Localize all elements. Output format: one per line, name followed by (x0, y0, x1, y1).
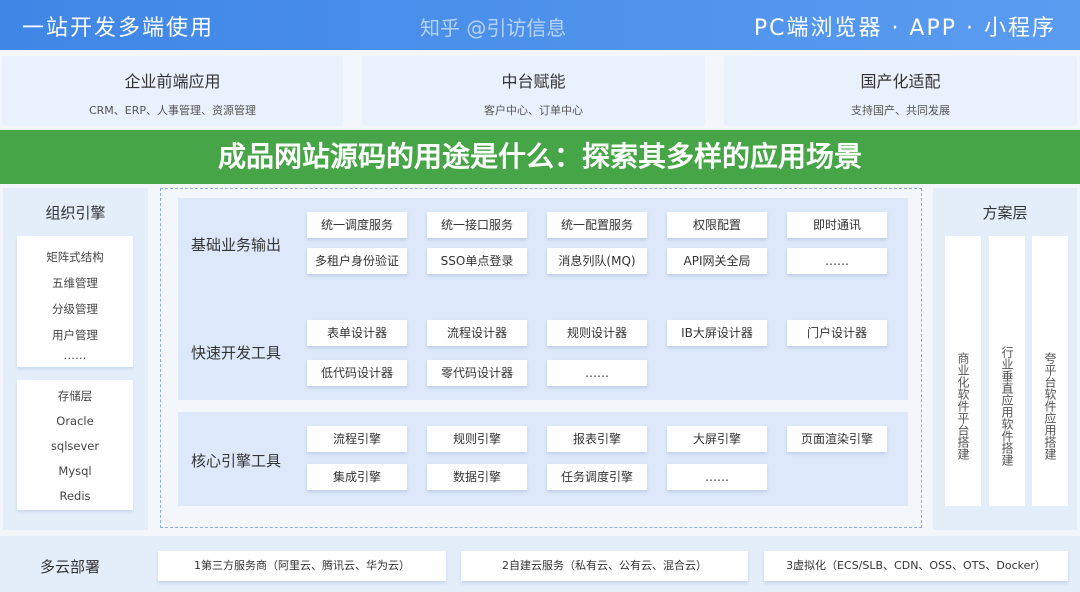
solution-item: 行业垂直应用软件搭建 (989, 236, 1025, 506)
basic-item: 权限配置 (667, 212, 767, 238)
rapid-item: 流程设计器 (427, 320, 527, 346)
deploy-item: 2自建云服务（私有云、公有云、混合云） (461, 551, 748, 581)
card-title: 企业前端应用 (124, 72, 221, 91)
deploy-item: 1第三方服务商（阿里云、腾讯云、华为云） (158, 551, 446, 581)
core-item: 流程引擎 (307, 426, 407, 452)
basic-item: 即时通讯 (787, 212, 887, 238)
org-engine-column: 组织引擎 矩阵式结构 五维管理 分级管理 用户管理 …… 存储层 Oracle … (3, 188, 148, 530)
header-platforms: PC端浏览器 · APP · 小程序 (753, 16, 1056, 41)
storage-box: 存储层 Oracle sqlsever Mysql Redis (17, 380, 133, 510)
top-card-frontend: 企业前端应用 CRM、ERP、人事管理、资源管理 (2, 56, 343, 126)
rapid-dev-label: 快速开发工具 (191, 344, 282, 362)
basic-item: 统一调度服务 (307, 212, 407, 238)
title-banner: 成品网站源码的用途是什么：探索其多样的应用场景 (0, 130, 1080, 184)
card-title: 国产化适配 (860, 72, 941, 91)
core-item: 集成引擎 (307, 464, 407, 490)
list-item: …… (63, 348, 87, 362)
core-item: 页面渲染引擎 (787, 426, 887, 452)
core-item: 大屏引擎 (667, 426, 767, 452)
rapid-item: 低代码设计器 (307, 360, 407, 386)
list-item: 用户管理 (52, 328, 98, 342)
watermark: 知乎 @引访信息 (420, 16, 567, 40)
deploy-label: 多云部署 (40, 558, 101, 576)
rapid-item: 零代码设计器 (427, 360, 527, 386)
rapid-item: 规则设计器 (547, 320, 647, 346)
card-subtitle: 支持国产、共同发展 (851, 104, 950, 117)
list-item: Mysql (58, 464, 92, 478)
basic-item: 统一接口服务 (427, 212, 527, 238)
core-item: …… (667, 464, 767, 490)
list-item: 存储层 (57, 389, 93, 403)
card-title: 中台赋能 (501, 72, 566, 91)
solution-item: 夸平台软件应用搭建 (1032, 236, 1068, 506)
core-engine-panel (178, 412, 908, 506)
basic-item: 统一配置服务 (547, 212, 647, 238)
list-item: Redis (59, 489, 91, 503)
solution-item: 商业化软件平台搭建 (945, 236, 981, 506)
header-title: 一站开发多端使用 (22, 16, 215, 41)
list-item: Oracle (56, 414, 94, 428)
org-engine-title: 组织引擎 (45, 204, 106, 222)
core-item: 规则引擎 (427, 426, 527, 452)
top-card-middle-platform: 中台赋能 客户中心、订单中心 (362, 56, 705, 126)
deploy-item: 3虚拟化（ECS/SLB、CDN、OSS、OTS、Docker） (764, 551, 1068, 581)
core-engine-label: 核心引擎工具 (191, 452, 282, 470)
list-item: 分级管理 (52, 302, 98, 316)
basic-item: 多租户身份验证 (307, 248, 407, 274)
rapid-item: IB大屏设计器 (667, 320, 767, 346)
card-subtitle: CRM、ERP、人事管理、资源管理 (88, 104, 257, 117)
basic-item: SSO单点登录 (427, 248, 527, 274)
core-item: 数据引擎 (427, 464, 527, 490)
card-subtitle: 客户中心、订单中心 (484, 104, 583, 117)
rapid-item: 表单设计器 (307, 320, 407, 346)
top-card-localization: 国产化适配 支持国产、共同发展 (724, 56, 1077, 126)
list-item: sqlsever (50, 439, 100, 453)
basic-item: API网关全局 (667, 248, 767, 274)
basic-item: …… (787, 248, 887, 274)
core-item: 任务调度引擎 (547, 464, 647, 490)
rapid-item: …… (547, 360, 647, 386)
list-item: 矩阵式结构 (46, 250, 104, 264)
solution-title: 方案层 (982, 204, 1028, 222)
header-bar: 一站开发多端使用 知乎 @引访信息 PC端浏览器 · APP · 小程序 (0, 0, 1080, 50)
business-tools-panel (178, 198, 908, 400)
basic-item: 消息列队(MQ) (547, 248, 647, 274)
core-item: 报表引擎 (547, 426, 647, 452)
rapid-item: 门户设计器 (787, 320, 887, 346)
list-item: 五维管理 (52, 276, 98, 290)
org-structure-box: 矩阵式结构 五维管理 分级管理 用户管理 …… (17, 236, 133, 367)
platform-area (160, 188, 922, 528)
basic-output-label: 基础业务输出 (191, 236, 282, 254)
